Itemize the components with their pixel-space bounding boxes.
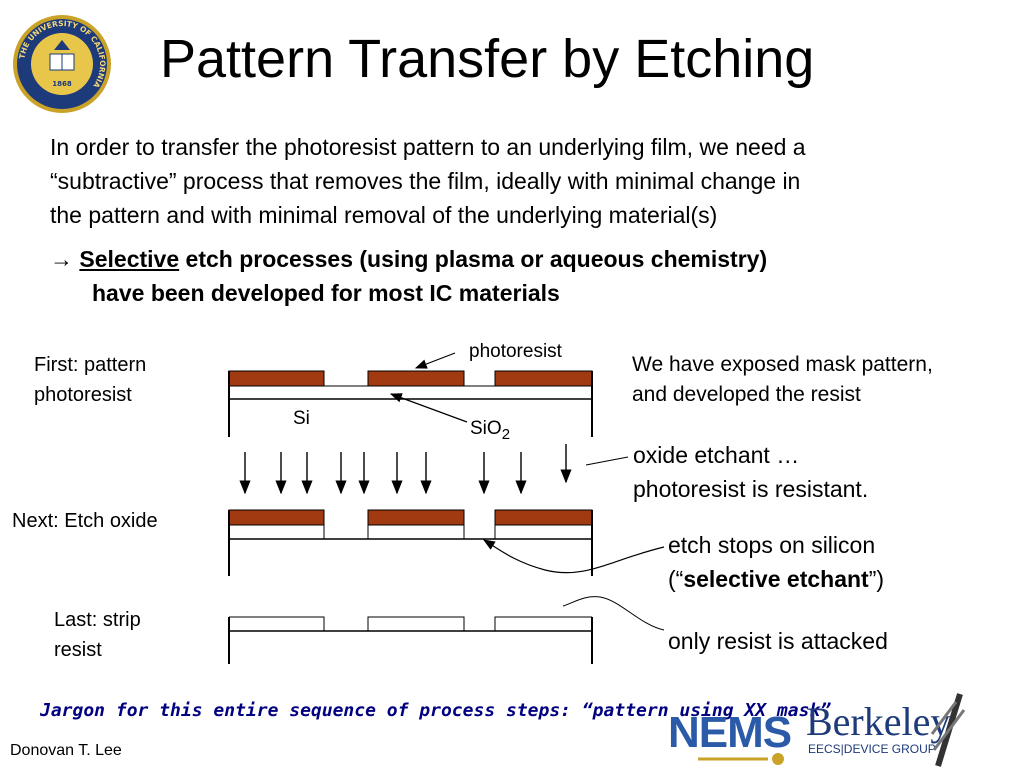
sio2-pointer <box>389 393 468 423</box>
bullet-text-line2: have been developed for most IC material… <box>92 280 560 306</box>
stage-3-cross-section <box>228 616 593 664</box>
resist-attacked-pointer <box>562 596 665 631</box>
intro-paragraph: In order to transfer the photoresist pat… <box>50 130 1000 232</box>
nems-berkeley-logo: NEMS Berkeley EECS|DEVICE GROUP <box>668 690 968 768</box>
logo-probe-icon <box>698 753 784 765</box>
photoresist-pointer <box>414 352 456 369</box>
intro-line: In order to transfer the photoresist pat… <box>50 134 806 160</box>
remaining-oxide <box>229 616 592 632</box>
intro-line: “subtractive” process that removes the f… <box>50 168 801 194</box>
etchant-arrows <box>239 444 572 495</box>
photoresist-label: photoresist <box>469 341 562 362</box>
bullet-text: etch processes (using plasma or aqueous … <box>179 246 768 272</box>
note-etchant: oxide etchant … photoresist is resistant… <box>633 442 869 502</box>
logo-nems-text: NEMS <box>668 708 792 757</box>
intro-line: the pattern and with minimal removal of … <box>50 202 718 228</box>
arrow-icon: → <box>50 246 73 272</box>
resist-block <box>228 509 325 526</box>
resist-block <box>494 509 593 526</box>
selective-bullet: → Selective etch processes (using plasma… <box>50 242 1000 310</box>
resist-block <box>494 370 593 387</box>
resist-block <box>228 370 325 387</box>
step-label-strip: Last: strip resist <box>54 609 141 661</box>
note-resist-attacked: only resist is attacked <box>668 628 888 654</box>
university-seal: THE UNIVERSITY OF CALIFORNIA 1868 <box>13 15 111 113</box>
resist-block <box>367 370 465 387</box>
seal-year: 1868 <box>52 80 72 88</box>
logo-berkeley-text: Berkeley <box>806 699 951 744</box>
selective-etchant-term: selective etchant <box>683 566 869 592</box>
jargon-note: Jargon for this entire sequence of proce… <box>40 700 832 721</box>
etch-stops-pointer <box>482 539 665 574</box>
stage-1-cross-section <box>228 370 593 437</box>
logo-device-icon <box>930 693 966 767</box>
sio2-label: SiO2 <box>470 418 511 443</box>
note-etch-stops: etch stops on silicon (“selective etchan… <box>668 532 885 592</box>
slide-title: Pattern Transfer by Etching <box>160 29 815 89</box>
etched-oxide <box>229 524 592 540</box>
author-name: Donovan T. Lee <box>10 742 122 759</box>
etchant-note-pointer <box>585 456 629 466</box>
resist-block <box>367 509 465 526</box>
selective-word: Selective <box>79 246 180 272</box>
step-label-etch: Next: Etch oxide <box>12 510 158 532</box>
si-label: Si <box>293 408 310 429</box>
step-label-pattern: First: pattern photoresist <box>34 354 147 406</box>
stage-2-cross-section <box>228 509 593 576</box>
logo-group-text: EECS|DEVICE GROUP <box>808 742 936 756</box>
note-exposed: We have exposed mask pattern, and develo… <box>632 353 933 406</box>
